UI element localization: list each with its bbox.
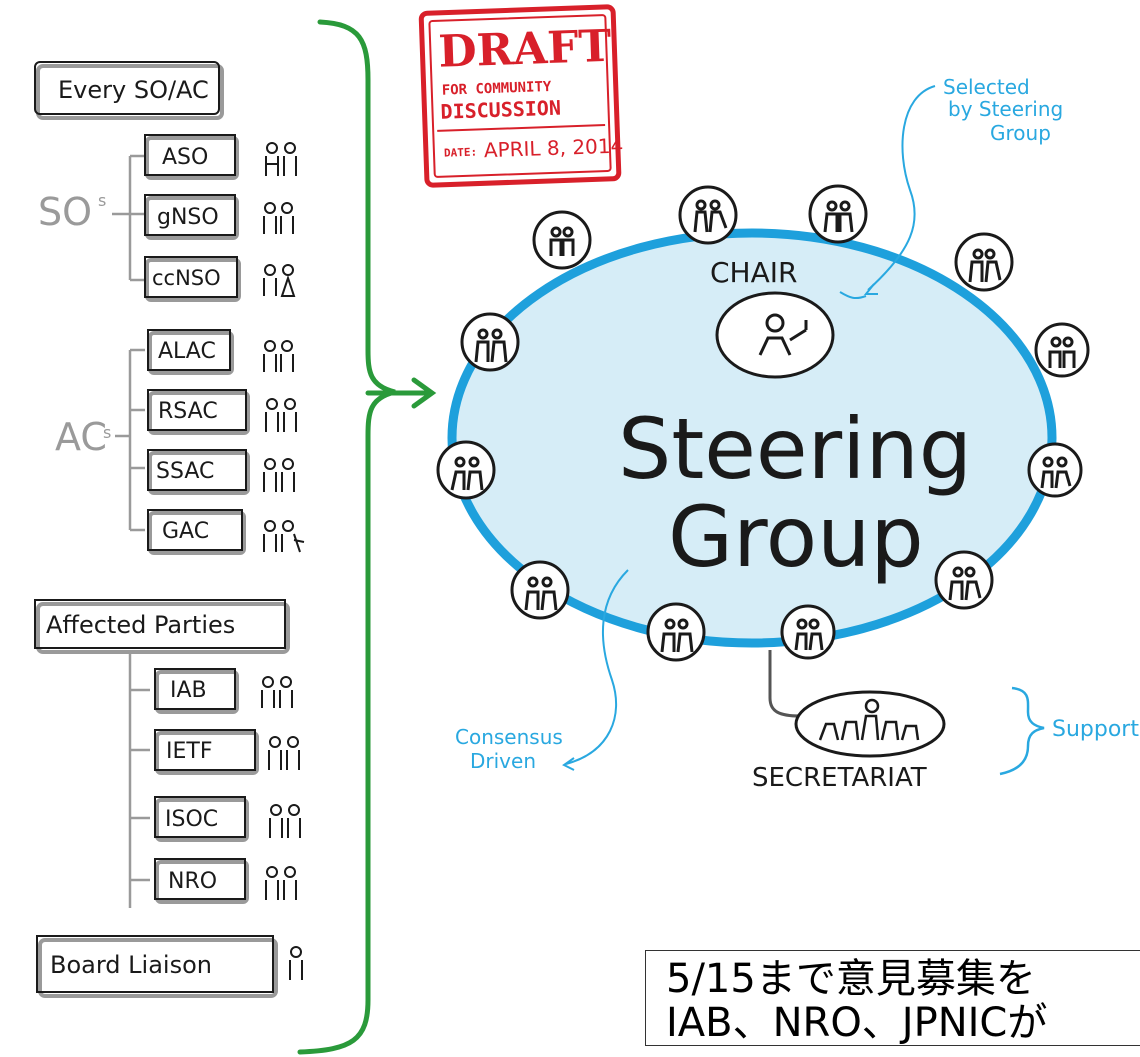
draft-line1: FOR COMMUNITY (442, 79, 553, 99)
note-line1: 5/15まで意見募集を (666, 956, 1036, 1002)
chair-figure (715, 291, 835, 379)
ac-item-alac: ALAC (147, 329, 294, 375)
people-icon (263, 340, 294, 372)
people-icon (263, 458, 295, 492)
ac-item-ssac: SSAC (147, 449, 295, 495)
consensus-annotation: Consensus Driven (455, 569, 629, 773)
selected-line3: Group (990, 121, 1051, 145)
acs-label: AC (55, 415, 107, 459)
people-icon (263, 202, 294, 234)
people-icon (265, 866, 297, 900)
so-item-aso: ASO (144, 134, 297, 180)
party-label: ISOC (165, 807, 218, 832)
so-label: gNSO (157, 205, 219, 230)
member-circle (460, 312, 520, 372)
affected-parties-box: Affected Parties (34, 599, 290, 654)
every-so-ac-box: Every SO/AC (34, 61, 224, 120)
party-item-iab: IAB (154, 668, 293, 714)
member-circle (678, 185, 738, 245)
member-circle (954, 232, 1014, 292)
ac-item-gac: GAC (147, 509, 305, 555)
member-circles (436, 184, 1090, 662)
selected-line2: by Steering (948, 97, 1063, 121)
selected-line1: Selected (943, 75, 1030, 99)
party-item-nro: NRO (154, 858, 297, 904)
ac-label: RSAC (158, 399, 218, 424)
party-label: IAB (170, 678, 207, 703)
people-icon (265, 398, 297, 432)
party-label: IETF (166, 739, 212, 764)
draft-date: APRIL 8, 2014 (483, 133, 623, 162)
affected-parties-label: Affected Parties (46, 611, 235, 639)
so-item-gnso: gNSO (144, 194, 294, 240)
selected-by-annotation: Selected by Steering Group (863, 75, 1063, 295)
draft-date-prefix: DATE: (444, 146, 478, 160)
chair-label: CHAIR (710, 256, 797, 289)
note-box: 5/15まで意見募集を IAB、NRO、JPNICが (645, 950, 1140, 1046)
member-circle (934, 550, 994, 610)
every-so-ac-label: Every SO/AC (58, 76, 209, 104)
draft-stamp: DRAFT FOR COMMUNITY DISCUSSION DATE: APR… (418, 4, 624, 188)
people-icon (263, 520, 305, 553)
consensus-line1: Consensus (455, 725, 563, 749)
sos-label: SO (38, 190, 92, 234)
people-icon (261, 676, 293, 708)
party-item-ietf: IETF (154, 729, 300, 775)
people-icon (263, 264, 296, 297)
acs-group: AC s ALAC RSAC SSAC (55, 329, 305, 555)
steering-title: Steering (618, 400, 972, 498)
secretariat-label: SECRETARIAT (752, 763, 927, 793)
member-circle (1034, 322, 1090, 378)
people-icon (265, 142, 297, 176)
acs-suffix: s (103, 423, 111, 442)
member-circle (532, 210, 592, 270)
people-icon (269, 804, 301, 838)
board-liaison-label: Board Liaison (50, 951, 212, 979)
draft-line2: DISCUSSION (440, 96, 561, 124)
steering-group-circle (447, 228, 1057, 648)
member-circle (1027, 442, 1083, 498)
member-circle (646, 602, 706, 662)
so-label: ccNSO (152, 266, 221, 290)
people-icon (268, 736, 300, 770)
left-panel: Every SO/AC SO s ASO gNSO ccNSO (34, 61, 305, 998)
so-item-ccnso: ccNSO (144, 256, 296, 302)
ac-label: GAC (162, 519, 209, 544)
bracket (297, 19, 437, 1055)
consensus-line2: Driven (470, 749, 536, 773)
note-line2: IAB、NRO、JPNICが (666, 1000, 1048, 1046)
support-label: Support (1052, 717, 1139, 742)
board-liaison-box: Board Liaison (36, 935, 303, 998)
so-label: ASO (162, 145, 208, 170)
member-circle (780, 604, 836, 660)
secretariat: SECRETARIAT (752, 650, 946, 793)
member-circle (510, 560, 570, 620)
person-icon (289, 946, 303, 980)
member-circle (436, 440, 496, 500)
group-title: Group (668, 488, 924, 586)
ac-label: SSAC (156, 459, 214, 484)
party-label: NRO (168, 869, 217, 894)
member-circle (808, 184, 868, 244)
sos-suffix: s (98, 191, 106, 210)
draft-title: DRAFT (438, 21, 613, 78)
ac-item-rsac: RSAC (147, 389, 297, 435)
sos-group: SO s ASO gNSO ccNSO (38, 134, 297, 302)
party-item-isoc: ISOC (154, 796, 301, 842)
ac-label: ALAC (158, 339, 216, 364)
